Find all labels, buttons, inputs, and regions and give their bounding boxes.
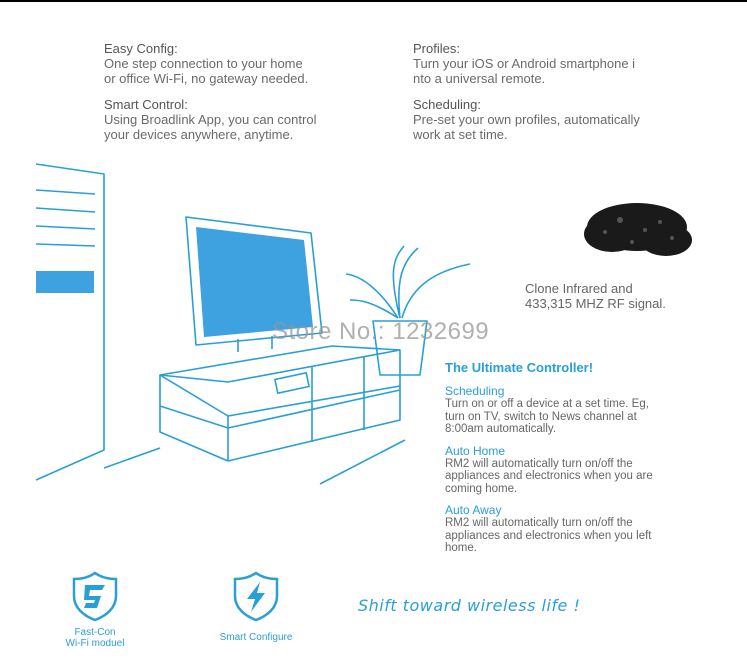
clone-signal-text: Clone Infrared and 433,315 MHZ RF signal… bbox=[525, 281, 666, 311]
section-auto-away: Auto Away RM2 will automatically turn on… bbox=[445, 504, 685, 555]
plant-pot bbox=[372, 320, 428, 376]
feature-profiles: Profiles: Turn your iOS or Android smart… bbox=[413, 41, 635, 86]
window-shade bbox=[36, 271, 94, 293]
feature-heading: Scheduling: bbox=[413, 97, 481, 112]
section-body: RM2 will automatically turn on/off the a… bbox=[445, 517, 652, 554]
badge-label: Fast-Con Wi-Fi moduel bbox=[65, 627, 125, 649]
badge-label: Smart Configure bbox=[219, 632, 293, 643]
slogan: Shift toward wireless life ! bbox=[358, 596, 581, 615]
fast-con-badge: Fast-Con Wi-Fi moduel bbox=[55, 570, 135, 649]
section-scheduling: Scheduling Turn on or off a device at a … bbox=[445, 385, 685, 436]
store-watermark: Store No.: 1232699 bbox=[272, 318, 490, 345]
feature-body: One step connection to your home or offi… bbox=[104, 56, 309, 86]
section-heading: Auto Home bbox=[445, 443, 506, 458]
feature-body: Using Broadlink App, you can control you… bbox=[104, 112, 317, 142]
ultimate-controller-panel: The Ultimate Controller! Scheduling Turn… bbox=[445, 360, 685, 564]
top-border bbox=[0, 0, 747, 2]
feature-scheduling: Scheduling: Pre-set your own profiles, a… bbox=[413, 97, 640, 142]
section-heading: Scheduling bbox=[445, 384, 505, 398]
feature-body: Pre-set your own profiles, automatically… bbox=[413, 112, 640, 142]
section-body: Turn on or off a device at a set time. E… bbox=[445, 398, 649, 435]
feature-smart-control: Smart Control: Using Broadlink App, you … bbox=[104, 97, 316, 142]
ultimate-title: The Ultimate Controller! bbox=[445, 360, 594, 375]
feature-heading: Smart Control: bbox=[104, 97, 188, 112]
door-frame bbox=[35, 163, 105, 481]
fast-con-shield-icon bbox=[72, 571, 118, 622]
feature-body: Turn your iOS or Android smartphone i nt… bbox=[413, 56, 636, 86]
section-auto-home: Auto Home RM2 will automatically turn on… bbox=[445, 443, 685, 496]
tv-screen bbox=[196, 227, 313, 337]
feature-easy-config: Easy Config: One step connection to your… bbox=[104, 41, 308, 86]
lightning-shield-icon bbox=[233, 571, 279, 622]
feature-heading: Profiles: bbox=[413, 41, 460, 56]
tv-frame bbox=[185, 216, 323, 346]
feature-heading: Easy Config: bbox=[104, 41, 178, 56]
device-particles bbox=[584, 203, 692, 256]
section-heading: Auto Away bbox=[445, 503, 502, 517]
smart-configure-badge: Smart Configure bbox=[214, 570, 298, 643]
section-body: RM2 will automatically turn on/off the a… bbox=[445, 457, 653, 495]
living-room-illustration bbox=[35, 163, 692, 485]
